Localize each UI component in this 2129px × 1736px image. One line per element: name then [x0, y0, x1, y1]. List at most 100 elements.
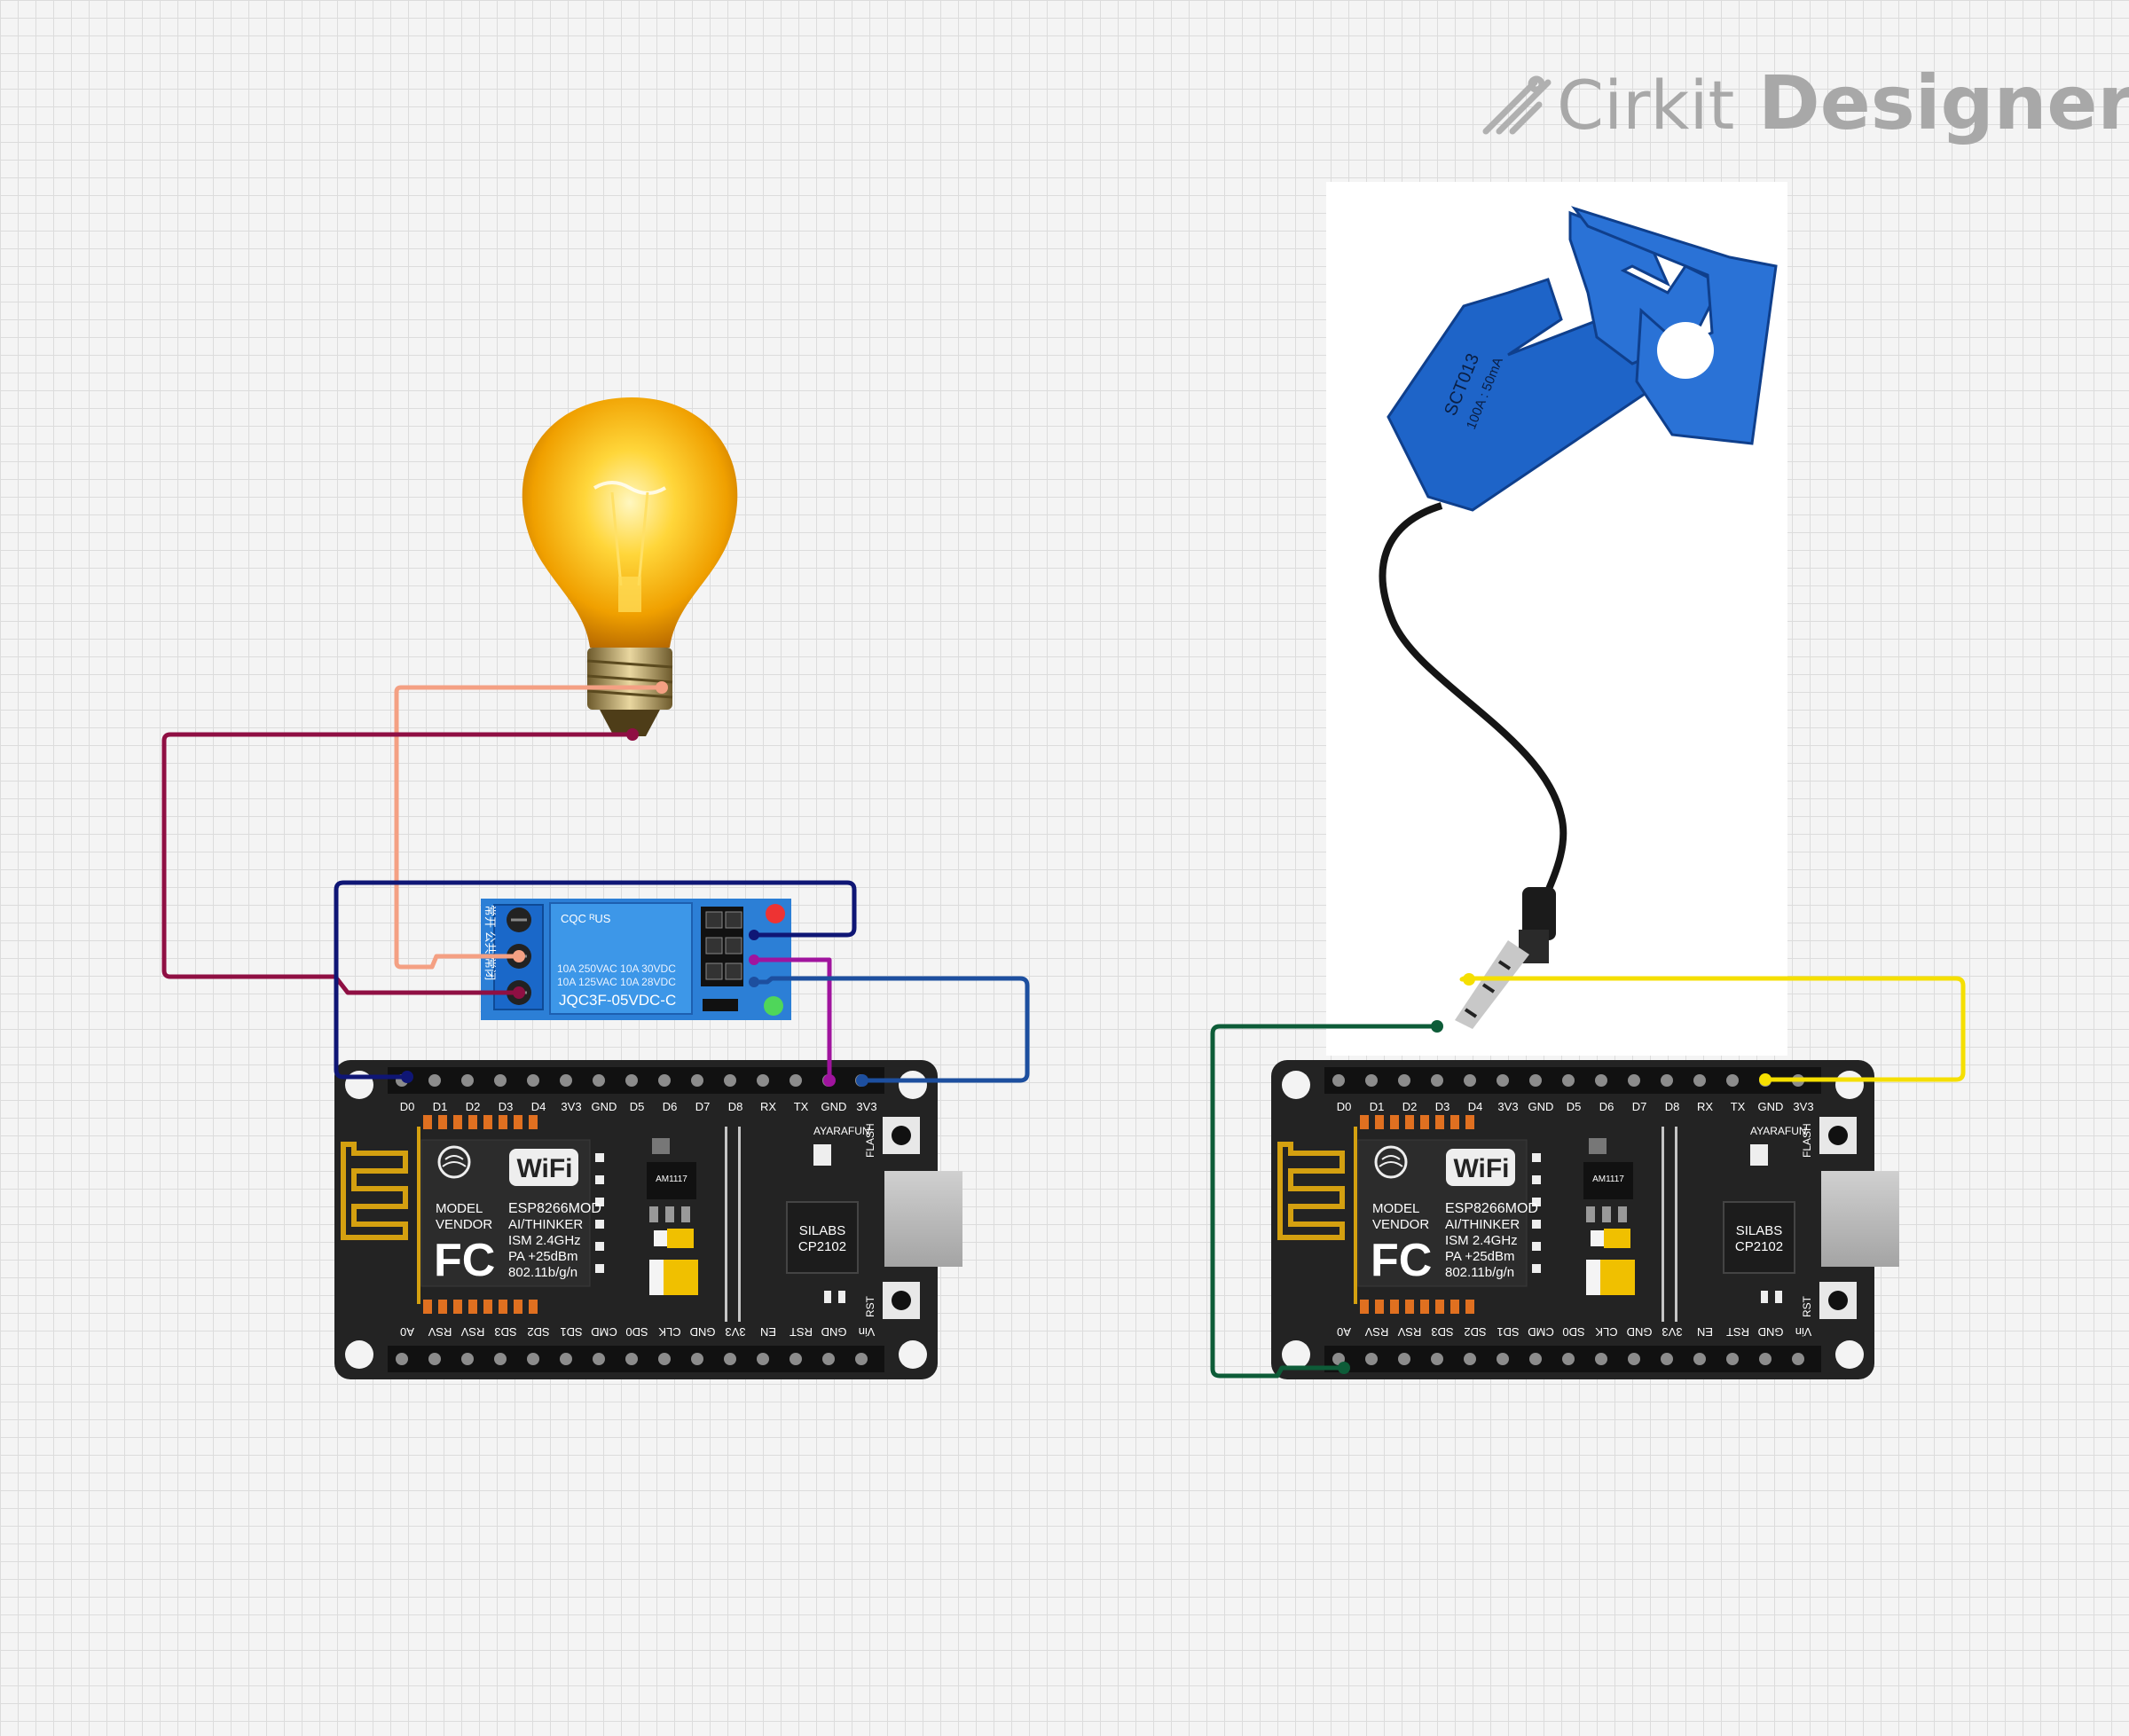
left-vendor-label: VENDOR — [436, 1217, 492, 1232]
left-pin-bottom-13: GND — [821, 1325, 847, 1339]
right-module-maker: AI/THINKER — [1445, 1217, 1520, 1232]
right-wifi-logo: WiFi — [1453, 1154, 1509, 1183]
right-pin-top-10: D8 — [1665, 1100, 1680, 1113]
left-pin-top-11: RX — [760, 1100, 776, 1113]
left-pin-top-14: 3V3 — [856, 1100, 876, 1113]
ct-sensor[interactable]: SCT013 100A : 50mA — [1326, 182, 1787, 1056]
left-pin-bottom-14: Vin — [859, 1325, 876, 1339]
left-pin-bottom-12: RST — [790, 1325, 813, 1339]
right-usb-chip-2: CP2102 — [1735, 1239, 1783, 1254]
relay-model: JQC3F-05VDC-C — [559, 992, 676, 1009]
wire-jack-to-a0[interactable] — [1210, 1024, 1437, 1379]
left-pin-bottom-5: SD1 — [560, 1325, 582, 1339]
relay-spec-2: 10A 125VAC 10A 28VDC — [557, 976, 676, 988]
wire-jack-to-gnd[interactable] — [1459, 976, 1966, 1082]
right-pin-top-0: D0 — [1337, 1100, 1352, 1113]
right-band: ISM 2.4GHz — [1445, 1233, 1518, 1248]
right-pin-top-1: D1 — [1370, 1100, 1385, 1113]
relay-terminal-labels: 常开 公共 常闭 — [483, 905, 497, 980]
left-fcc-logo: FC — [434, 1235, 495, 1286]
nodemcu-board-left[interactable]: D0 D1 D2 D3 D4 3V3 GND D5 D6 D7 D8 RX TX… — [334, 1060, 962, 1379]
right-maker-label: AYARAFUN — [1750, 1125, 1807, 1137]
left-pin-top-2: D2 — [466, 1100, 481, 1113]
right-pin-top-12: TX — [1731, 1100, 1746, 1113]
relay-power-led — [766, 904, 785, 923]
right-pin-top-9: D7 — [1632, 1100, 1647, 1113]
right-pin-bottom-4: SD2 — [1464, 1325, 1486, 1339]
right-pin-bottom-8: CLK — [1595, 1325, 1618, 1339]
wire-relay-vcc-to-d0[interactable] — [334, 880, 857, 1080]
relay-cert-marks: CQC ᴿUS — [561, 912, 611, 925]
wire-endpoints — [401, 973, 1772, 1374]
right-pin-top-5: 3V3 — [1497, 1100, 1518, 1113]
left-pin-top-9: D7 — [695, 1100, 711, 1113]
left-pin-bottom-7: SD0 — [625, 1325, 648, 1339]
right-pin-top-4: D4 — [1468, 1100, 1483, 1113]
wire-lamp-to-relay-com[interactable] — [394, 685, 662, 970]
left-pin-bottom-0: A0 — [400, 1325, 414, 1339]
light-bulb[interactable] — [522, 397, 738, 741]
left-maker-label: AYARAFUN — [813, 1125, 870, 1137]
right-pin-top-13: GND — [1758, 1100, 1784, 1113]
left-pin-top-1: D1 — [433, 1100, 448, 1113]
left-pin-top-8: D6 — [663, 1100, 678, 1113]
wire-relay-in-to-3v3[interactable] — [754, 976, 1030, 1083]
right-pin-bottom-3: SD3 — [1431, 1325, 1453, 1339]
right-pin-bottom-2: RSV — [1397, 1325, 1421, 1339]
right-flash-label: FLASH — [1801, 1123, 1813, 1158]
left-pin-bottom-4: SD2 — [527, 1325, 549, 1339]
right-fcc-logo: FC — [1371, 1235, 1432, 1286]
right-pin-top-2: D2 — [1402, 1100, 1418, 1113]
left-pin-bottom-9: GND — [690, 1325, 716, 1339]
left-wifi-logo: WiFi — [516, 1154, 572, 1183]
right-model-label: MODEL — [1372, 1201, 1419, 1216]
relay-spec-1: 10A 250VAC 10A 30VDC — [557, 962, 676, 975]
relay-status-led — [764, 996, 783, 1016]
right-pin-bottom-12: RST — [1726, 1325, 1749, 1339]
left-pin-bottom-10: 3V3 — [725, 1325, 745, 1339]
right-pin-top-3: D3 — [1435, 1100, 1450, 1113]
brand-prefix: Cirkit — [1557, 66, 1734, 145]
left-pin-top-3: D3 — [499, 1100, 514, 1113]
left-pin-top-13: GND — [821, 1100, 847, 1113]
right-rst-label: RST — [1801, 1295, 1813, 1317]
left-board-labels: D0 D1 D2 D3 D4 3V3 GND D5 D6 D7 D8 RX TX… — [400, 1100, 877, 1339]
nodemcu-board-right[interactable]: D0 D1 D2 D3 D4 3V3 GND D5 D6 D7 D8 RX TX… — [1271, 1060, 1899, 1379]
left-pin-top-0: D0 — [400, 1100, 415, 1113]
left-protocol: 802.11b/g/n — [508, 1265, 577, 1280]
left-pin-bottom-1: RSV — [428, 1325, 452, 1339]
right-power: PA +25dBm — [1445, 1249, 1515, 1264]
left-rst-label: RST — [864, 1295, 876, 1317]
left-pin-top-7: D5 — [630, 1100, 645, 1113]
left-pin-top-12: TX — [794, 1100, 809, 1113]
left-pin-top-5: 3V3 — [561, 1100, 581, 1113]
wire-lamp-to-relay-no[interactable] — [161, 732, 632, 995]
cirkit-designer-logo: Cirkit Designer — [1482, 59, 2129, 146]
right-pin-bottom-10: 3V3 — [1662, 1325, 1682, 1339]
left-module-maker: AI/THINKER — [508, 1217, 583, 1232]
brand-suffix: Designer — [1758, 59, 2129, 146]
right-board-labels: D0 D1 D2 D3 D4 3V3 GND D5 D6 D7 D8 RX TX… — [1337, 1100, 1814, 1339]
right-regulator-label: AM1117 — [1592, 1174, 1624, 1184]
left-band: ISM 2.4GHz — [508, 1233, 581, 1248]
right-protocol: 802.11b/g/n — [1445, 1265, 1514, 1280]
right-pin-bottom-0: A0 — [1337, 1325, 1351, 1339]
right-pin-top-14: 3V3 — [1793, 1100, 1813, 1113]
right-vendor-label: VENDOR — [1372, 1217, 1429, 1232]
left-pin-top-10: D8 — [728, 1100, 743, 1113]
right-pin-top-8: D6 — [1599, 1100, 1614, 1113]
right-pin-bottom-14: Vin — [1795, 1325, 1812, 1339]
left-pin-bottom-6: CMD — [591, 1325, 617, 1339]
right-pin-top-7: D5 — [1567, 1100, 1582, 1113]
right-pin-top-11: RX — [1697, 1100, 1713, 1113]
left-model-label: MODEL — [436, 1201, 483, 1216]
left-regulator-label: AM1117 — [656, 1174, 687, 1184]
wire-relay-gnd-to-gnd[interactable] — [754, 957, 832, 1080]
wires — [161, 685, 1966, 1379]
right-pin-bottom-7: SD0 — [1562, 1325, 1584, 1339]
left-pin-bottom-11: EN — [760, 1325, 776, 1339]
right-pin-top-6: GND — [1528, 1100, 1554, 1113]
relay-module[interactable]: 常开 公共 常闭 CQC ᴿUS 10A 250VAC 10A 30VDC 10… — [481, 899, 791, 1020]
right-pin-bottom-9: GND — [1627, 1325, 1653, 1339]
